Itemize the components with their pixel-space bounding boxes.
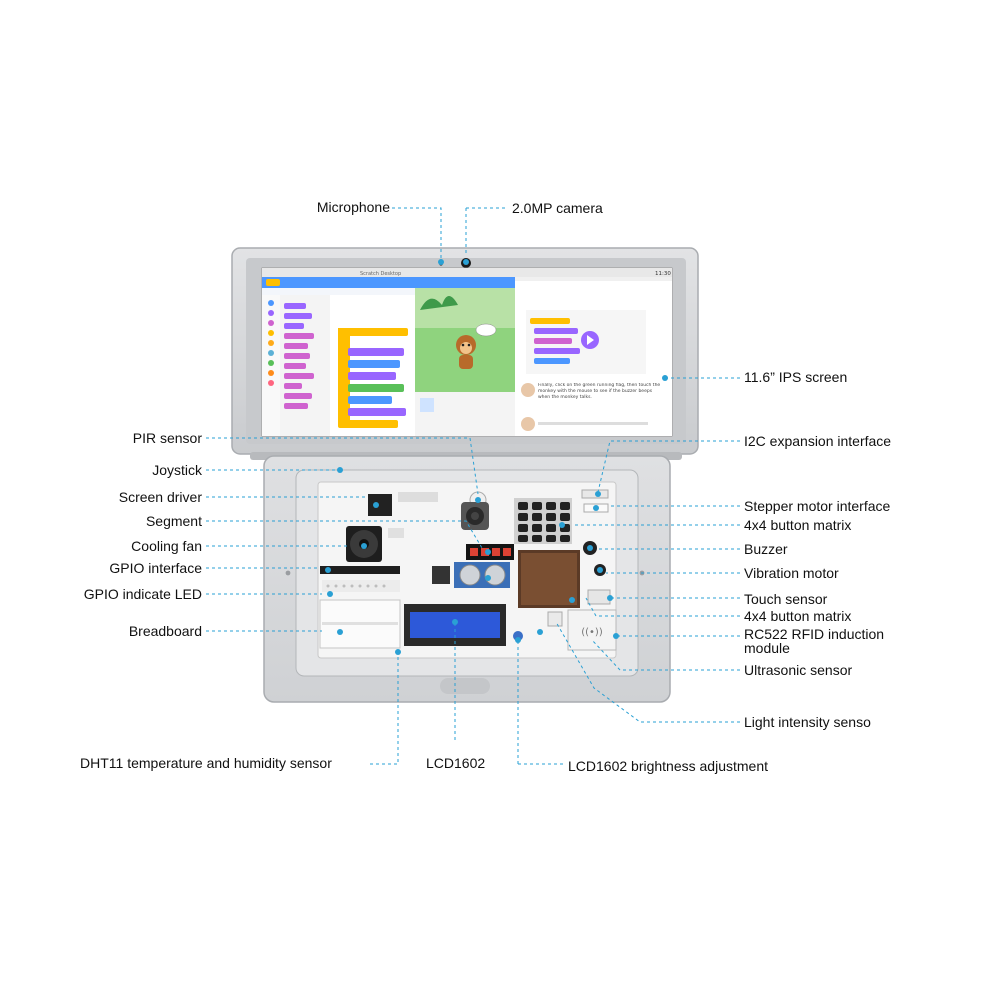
label-screen-driver: Screen driver bbox=[118, 489, 202, 505]
ips-screen: Scratch Desktop 11:30 bbox=[261, 267, 673, 437]
ultrasonic-sensor bbox=[454, 562, 510, 588]
led-matrix bbox=[518, 550, 580, 608]
label-breadboard: Breadboard bbox=[128, 623, 202, 639]
script-blocks bbox=[338, 328, 408, 428]
svg-text:((•)): ((•)) bbox=[581, 627, 603, 638]
tutorial-blocks bbox=[530, 318, 580, 364]
label-dht11: DHT11 temperature and humidity sensor bbox=[80, 755, 332, 771]
label-lcd1602: LCD1602 bbox=[426, 755, 486, 771]
clock: 11:30 bbox=[655, 271, 671, 277]
rfid-module: ((•)) bbox=[567, 609, 617, 651]
crowpi-board: ((•)) bbox=[317, 481, 617, 659]
label-rfid-module: RC522 RFID induction module bbox=[744, 626, 885, 656]
palette-blocks bbox=[284, 303, 314, 409]
button-matrix bbox=[514, 498, 572, 544]
label-lcd-brightness: LCD1602 brightness adjustment bbox=[568, 758, 769, 774]
label-vibration-motor: Vibration motor bbox=[744, 565, 839, 581]
leader-dots bbox=[325, 259, 668, 655]
label-buzzer: Buzzer bbox=[744, 541, 788, 557]
label-light-intensity: Light intensity senso bbox=[744, 714, 871, 730]
monkey-sprite bbox=[456, 335, 476, 369]
label-touch-sensor: Touch sensor bbox=[744, 591, 828, 607]
label-gpio-indicate-led: GPIO indicate LED bbox=[83, 586, 202, 602]
label-gpio-interface: GPIO interface bbox=[109, 560, 202, 576]
label-ultrasonic-sensor: Ultrasonic sensor bbox=[744, 662, 853, 678]
label-ips-screen: 11.6” IPS screen bbox=[744, 369, 848, 385]
breadboard bbox=[319, 599, 401, 649]
label-cooling-fan: Cooling fan bbox=[131, 538, 202, 554]
label-joystick: Joystick bbox=[152, 462, 202, 478]
label-segment: Segment bbox=[145, 513, 202, 529]
screen-driver bbox=[368, 494, 392, 516]
light-intensity-sensor bbox=[547, 611, 563, 627]
label-stepper-motor-interface: Stepper motor interface bbox=[744, 498, 891, 514]
label-button-matrix-2: 4x4 button matrix bbox=[744, 608, 852, 624]
label-button-matrix-1: 4x4 button matrix bbox=[744, 517, 852, 533]
label-pir-sensor: PIR sensor bbox=[132, 430, 202, 446]
category-dots bbox=[268, 300, 274, 386]
label-microphone: Microphone bbox=[316, 199, 390, 215]
tutorial-text: Finally, click on the green running flag… bbox=[538, 383, 661, 400]
gpio-indicate-led bbox=[322, 580, 400, 592]
window-title: Scratch Desktop bbox=[360, 271, 401, 277]
touch-sensor bbox=[587, 589, 611, 605]
leader-lines bbox=[206, 207, 740, 765]
joystick bbox=[461, 502, 489, 530]
gpio-interface bbox=[320, 566, 400, 574]
label-i2c-interface: I2C expansion interface bbox=[744, 433, 892, 449]
label-camera: 2.0MP camera bbox=[512, 200, 603, 216]
